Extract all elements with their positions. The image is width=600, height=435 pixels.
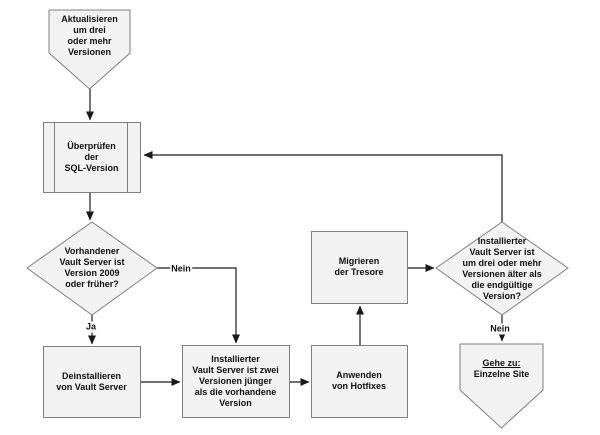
edge-label-nein-decision2009: Nein (170, 263, 192, 275)
node-start-shape (48, 9, 131, 90)
node-decision-2009-shape (26, 221, 158, 316)
node-check-sql-shape (43, 122, 141, 193)
edge-label-nein-decision-older: Nein (489, 323, 511, 335)
node-migrate-vaults-shape (311, 231, 408, 304)
node-uninstall-shape (43, 346, 141, 418)
node-install-two-newer-shape (182, 345, 290, 418)
edge-decision-older-loop-to-checksql (143, 151, 503, 222)
node-decision-three-older-shape (435, 221, 569, 316)
edge-decision2009-no-to-install (157, 267, 240, 344)
edge-label-ja-decision2009: Ja (84, 321, 98, 333)
node-goto-single-site-shape (459, 343, 544, 429)
node-apply-hotfixes-shape (311, 345, 408, 418)
